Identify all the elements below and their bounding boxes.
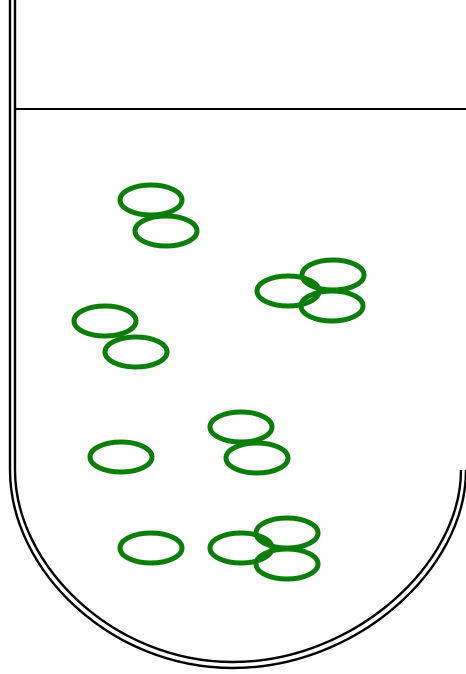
tube-outer-wall: [10, 0, 466, 668]
cell-single: [120, 533, 182, 563]
cell: [210, 533, 272, 563]
cell: [210, 412, 272, 442]
cell: [74, 306, 136, 336]
cell: [135, 216, 197, 246]
cell-pair: [120, 185, 197, 246]
cell-triple: [257, 260, 364, 321]
cell-pair: [74, 306, 167, 367]
cell: [257, 276, 319, 306]
cell: [302, 260, 364, 290]
cell-pair: [210, 412, 288, 473]
cell-triple: [210, 518, 318, 579]
cell-group: [74, 185, 364, 579]
cell: [120, 185, 182, 215]
cell: [120, 533, 182, 563]
cell-single: [90, 442, 152, 472]
cell: [90, 442, 152, 472]
cell: [105, 337, 167, 367]
cell: [226, 443, 288, 473]
cell: [256, 549, 318, 579]
cell: [256, 518, 318, 548]
cell: [301, 291, 363, 321]
